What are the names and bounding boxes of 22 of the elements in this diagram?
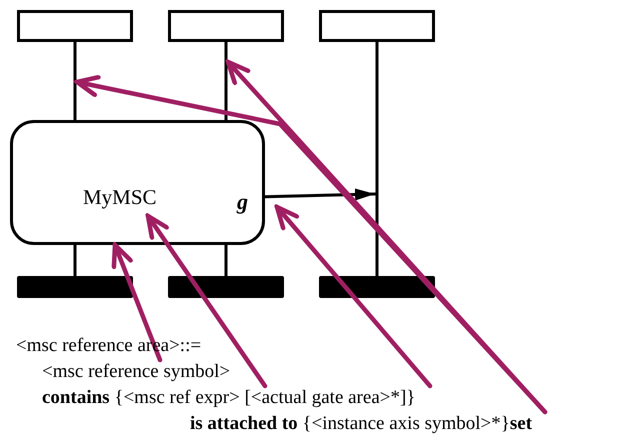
leader-arrow <box>146 214 268 388</box>
instance-axis-line <box>74 244 76 278</box>
leader-arrow <box>74 75 548 414</box>
instance-end-bar <box>17 276 133 298</box>
instance-end-bar <box>168 276 284 298</box>
grammar-rule-text: is attached to {<instance axis symbol>*}set <box>190 412 532 436</box>
msc-reference-box <box>10 120 265 245</box>
grammar-rule-text: <msc reference symbol> <box>42 360 230 384</box>
instance-head-box <box>17 10 133 42</box>
instance-head-box <box>168 10 284 42</box>
instance-axis-line <box>224 244 228 278</box>
message-arrow <box>264 188 376 200</box>
instance-axis-line <box>224 40 228 122</box>
instance-head-box <box>319 10 435 42</box>
instance-axis-line <box>376 40 378 278</box>
reference-name: MyMSC <box>83 185 157 210</box>
instance-end-bar <box>319 276 435 298</box>
grammar-rule-text: contains {<msc ref expr> [<actual gate area>*]} <box>42 386 416 410</box>
gate-label: g <box>237 189 253 215</box>
leader-arrow <box>274 204 432 388</box>
leader-arrow <box>112 242 162 362</box>
instance-axis-line <box>74 40 76 122</box>
